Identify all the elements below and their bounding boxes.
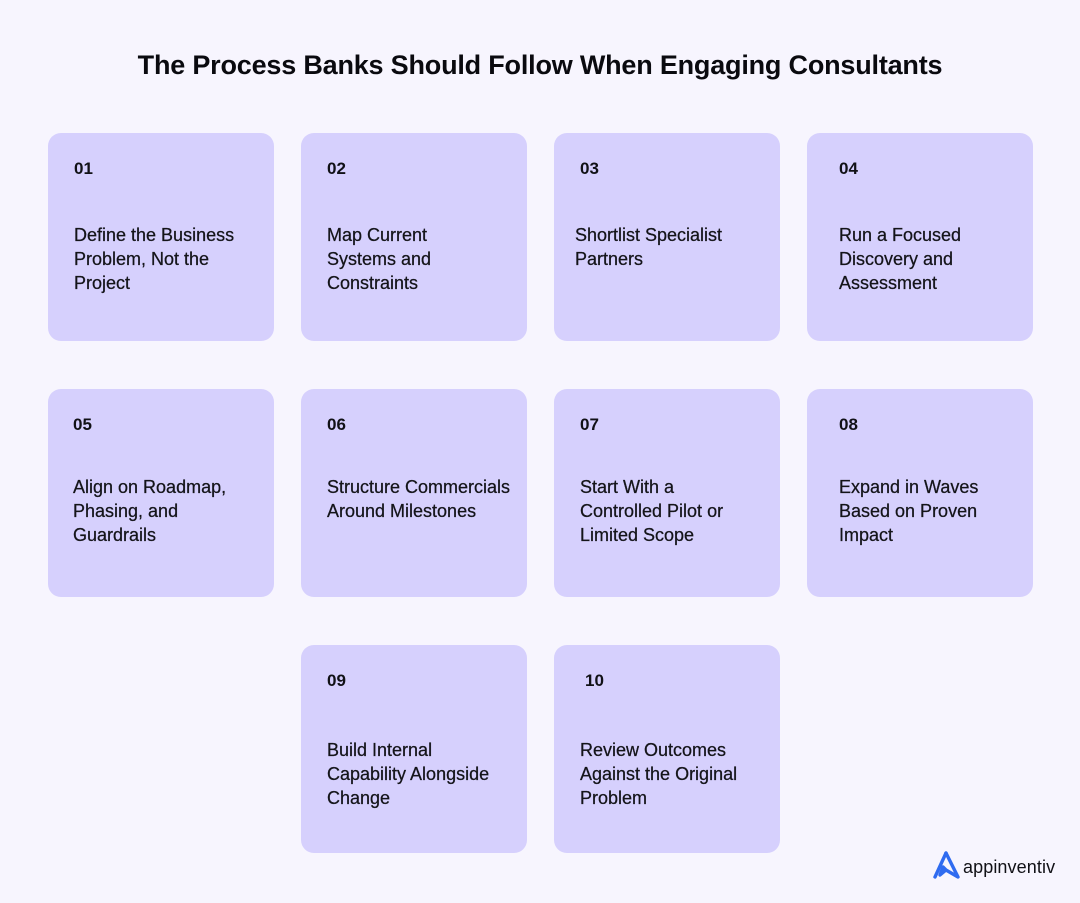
- appinventiv-logo: appinventiv: [932, 851, 1055, 884]
- step-number: 03: [580, 159, 599, 178]
- step-label: Build Internal Capability Alongside Chan…: [327, 740, 490, 808]
- appinventiv-a-icon: [932, 851, 960, 884]
- step-card-02: 02 Map Current Systems and Constraints: [301, 133, 527, 341]
- step-label: Map Current Systems and Constraints: [327, 225, 432, 293]
- page-title: The Process Banks Should Follow When Eng…: [137, 50, 943, 80]
- step-card-03: 03 Shortlist Specialist Partners: [554, 133, 780, 341]
- step-number: 04: [839, 159, 858, 178]
- logo-wordmark: appinventiv: [963, 857, 1056, 877]
- step-label: Run a Focused Discovery and Assessment: [839, 225, 962, 293]
- step-card-06: 06 Structure Commercials Around Mileston…: [301, 389, 527, 597]
- step-number: 08: [839, 415, 858, 434]
- step-card-07: 07 Start With a Controlled Pilot or Limi…: [554, 389, 780, 597]
- step-label: Start With a Controlled Pilot or Limited…: [580, 477, 724, 545]
- step-number: 06: [327, 415, 346, 434]
- step-card-10: 10 Review Outcomes Against the Original …: [554, 645, 780, 853]
- step-label: Expand in Waves Based on Proven Impact: [839, 477, 979, 545]
- step-card-08: 08 Expand in Waves Based on Proven Impac…: [807, 389, 1033, 597]
- step-number: 02: [327, 159, 346, 178]
- step-card-09: 09 Build Internal Capability Alongside C…: [301, 645, 527, 853]
- step-card-04: 04 Run a Focused Discovery and Assessmen…: [807, 133, 1033, 341]
- step-label: Align on Roadmap, Phasing, and Guardrail…: [73, 477, 227, 545]
- step-card-01: 01 Define the Business Problem, Not the …: [48, 133, 274, 341]
- step-number: 10: [585, 671, 604, 690]
- step-label: Review Outcomes Against the Original Pro…: [580, 740, 738, 808]
- step-number: 01: [74, 159, 93, 178]
- step-label: Define the Business Problem, Not the Pro…: [74, 225, 235, 293]
- step-label: Structure Commercials Around Milestones: [327, 477, 511, 521]
- step-number: 09: [327, 671, 346, 690]
- step-card-05: 05 Align on Roadmap, Phasing, and Guardr…: [48, 389, 274, 597]
- step-number: 05: [73, 415, 92, 434]
- step-label: Shortlist Specialist Partners: [575, 225, 723, 269]
- step-number: 07: [580, 415, 599, 434]
